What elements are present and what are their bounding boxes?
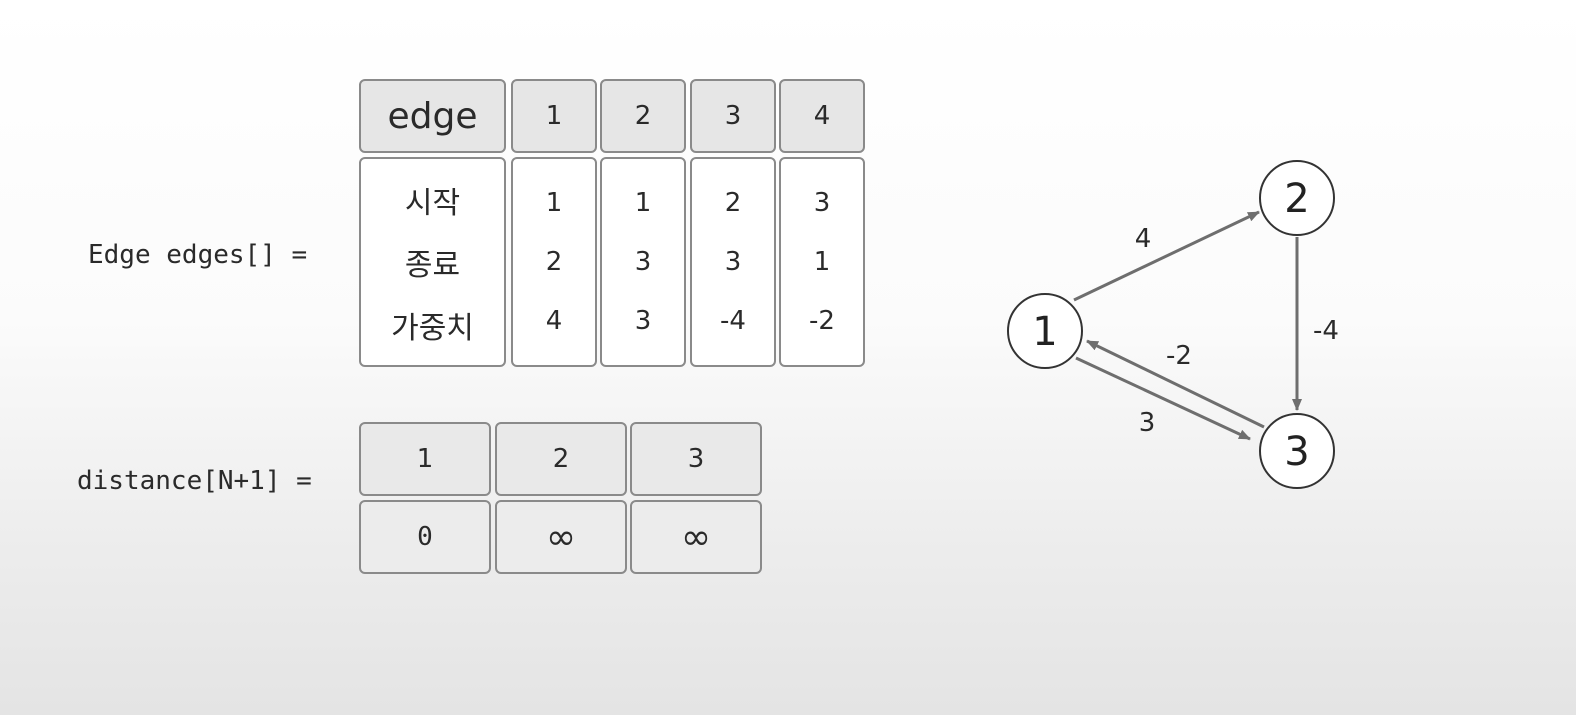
edges-header-edge: edge: [359, 79, 506, 153]
edge-arrow-3-1: [1086, 339, 1265, 429]
weight-label-1-3: 3: [1139, 408, 1156, 438]
edges-row-labels: 시작 종료 가중치: [359, 157, 506, 367]
edge-column-1: 1 2 4: [511, 157, 597, 367]
row-label-weight: 가중치: [391, 310, 474, 346]
edge-2-weight: 3: [634, 306, 652, 336]
distance-array-label: distance[N+1] =: [77, 466, 312, 496]
distance-value-3: ∞: [630, 500, 762, 574]
distance-header-3: 3: [630, 422, 762, 496]
graph-node-2-label: 2: [1284, 176, 1309, 222]
edges-header-1: 1: [511, 79, 597, 153]
row-label-end: 종료: [404, 248, 461, 283]
edges-header-4: 4: [779, 79, 865, 153]
edge-column-2: 1 3 3: [600, 157, 686, 367]
edge-column-4: 3 1 -2: [779, 157, 865, 367]
edges-array-label: Edge edges[] =: [88, 240, 308, 270]
graph-node-3-label: 3: [1284, 429, 1309, 475]
edge-4-start: 3: [813, 188, 831, 218]
distance-value-2: ∞: [495, 500, 627, 574]
distance-header-1: 1: [359, 422, 491, 496]
edge-3-end: 3: [724, 247, 742, 277]
edge-1-end: 2: [545, 247, 563, 277]
graph-node-3: [1259, 413, 1335, 489]
edge-1-start: 1: [545, 188, 563, 218]
edge-4-weight: -2: [809, 306, 835, 336]
graph-node-1: [1007, 293, 1083, 369]
edge-arrow-1-2: [1073, 210, 1260, 302]
weight-label-1-2: 4: [1135, 224, 1152, 254]
row-label-start: 시작: [404, 185, 461, 221]
edges-header-2: 2: [600, 79, 686, 153]
weight-label-2-3: -4: [1313, 316, 1339, 346]
distance-value-1: 0: [359, 500, 491, 574]
weight-label-3-1: -2: [1166, 341, 1192, 371]
edge-1-weight: 4: [545, 306, 563, 336]
edges-header-3: 3: [690, 79, 776, 153]
edge-arrow-1-3: [1075, 356, 1251, 441]
graph-node-2: [1259, 160, 1335, 236]
edge-3-start: 2: [724, 188, 742, 218]
edge-column-3: 2 3 -4: [690, 157, 776, 367]
edge-2-start: 1: [634, 188, 652, 218]
edge-3-weight: -4: [720, 306, 746, 336]
edge-4-end: 1: [813, 247, 831, 277]
graph-node-1-label: 1: [1032, 309, 1057, 355]
distance-header-2: 2: [495, 422, 627, 496]
edge-2-end: 3: [634, 247, 652, 277]
